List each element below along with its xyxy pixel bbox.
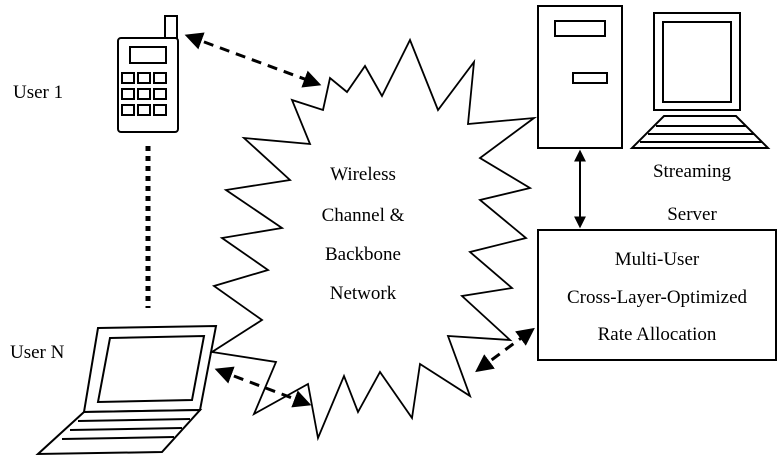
network-label: Wireless Channel & Backbone Network: [322, 164, 405, 304]
network-label-line: Backbone: [325, 244, 401, 265]
monitor-icon: [653, 12, 741, 111]
laptop-icon: [35, 324, 218, 456]
server-tower-icon: [537, 5, 623, 149]
server-label: Streaming Server: [653, 161, 732, 225]
rate-allocation-box: [537, 229, 777, 361]
user-1-label: User 1: [13, 82, 63, 103]
server-label-line: Server: [667, 204, 717, 225]
mobile-phone-icon: [117, 15, 179, 133]
rate-allocation-line: Multi-User: [615, 249, 700, 270]
user-n-label: User N: [10, 342, 65, 363]
network-label-line: Network: [330, 283, 397, 304]
server-label-line: Streaming: [653, 161, 732, 182]
network-cloud-shape: [209, 37, 538, 442]
phone-network-arrow: [184, 32, 322, 88]
network-allocator-arrow: [475, 327, 535, 373]
rate-allocation-label: Multi-User Cross-Layer-Optimized Rate Al…: [567, 249, 748, 345]
network-label-line: Wireless: [330, 164, 396, 185]
network-label-line: Channel &: [322, 205, 405, 226]
rate-allocation-line: Cross-Layer-Optimized: [567, 287, 748, 308]
rate-allocation-line: Rate Allocation: [598, 324, 717, 345]
keyboard-icon: [629, 115, 771, 149]
